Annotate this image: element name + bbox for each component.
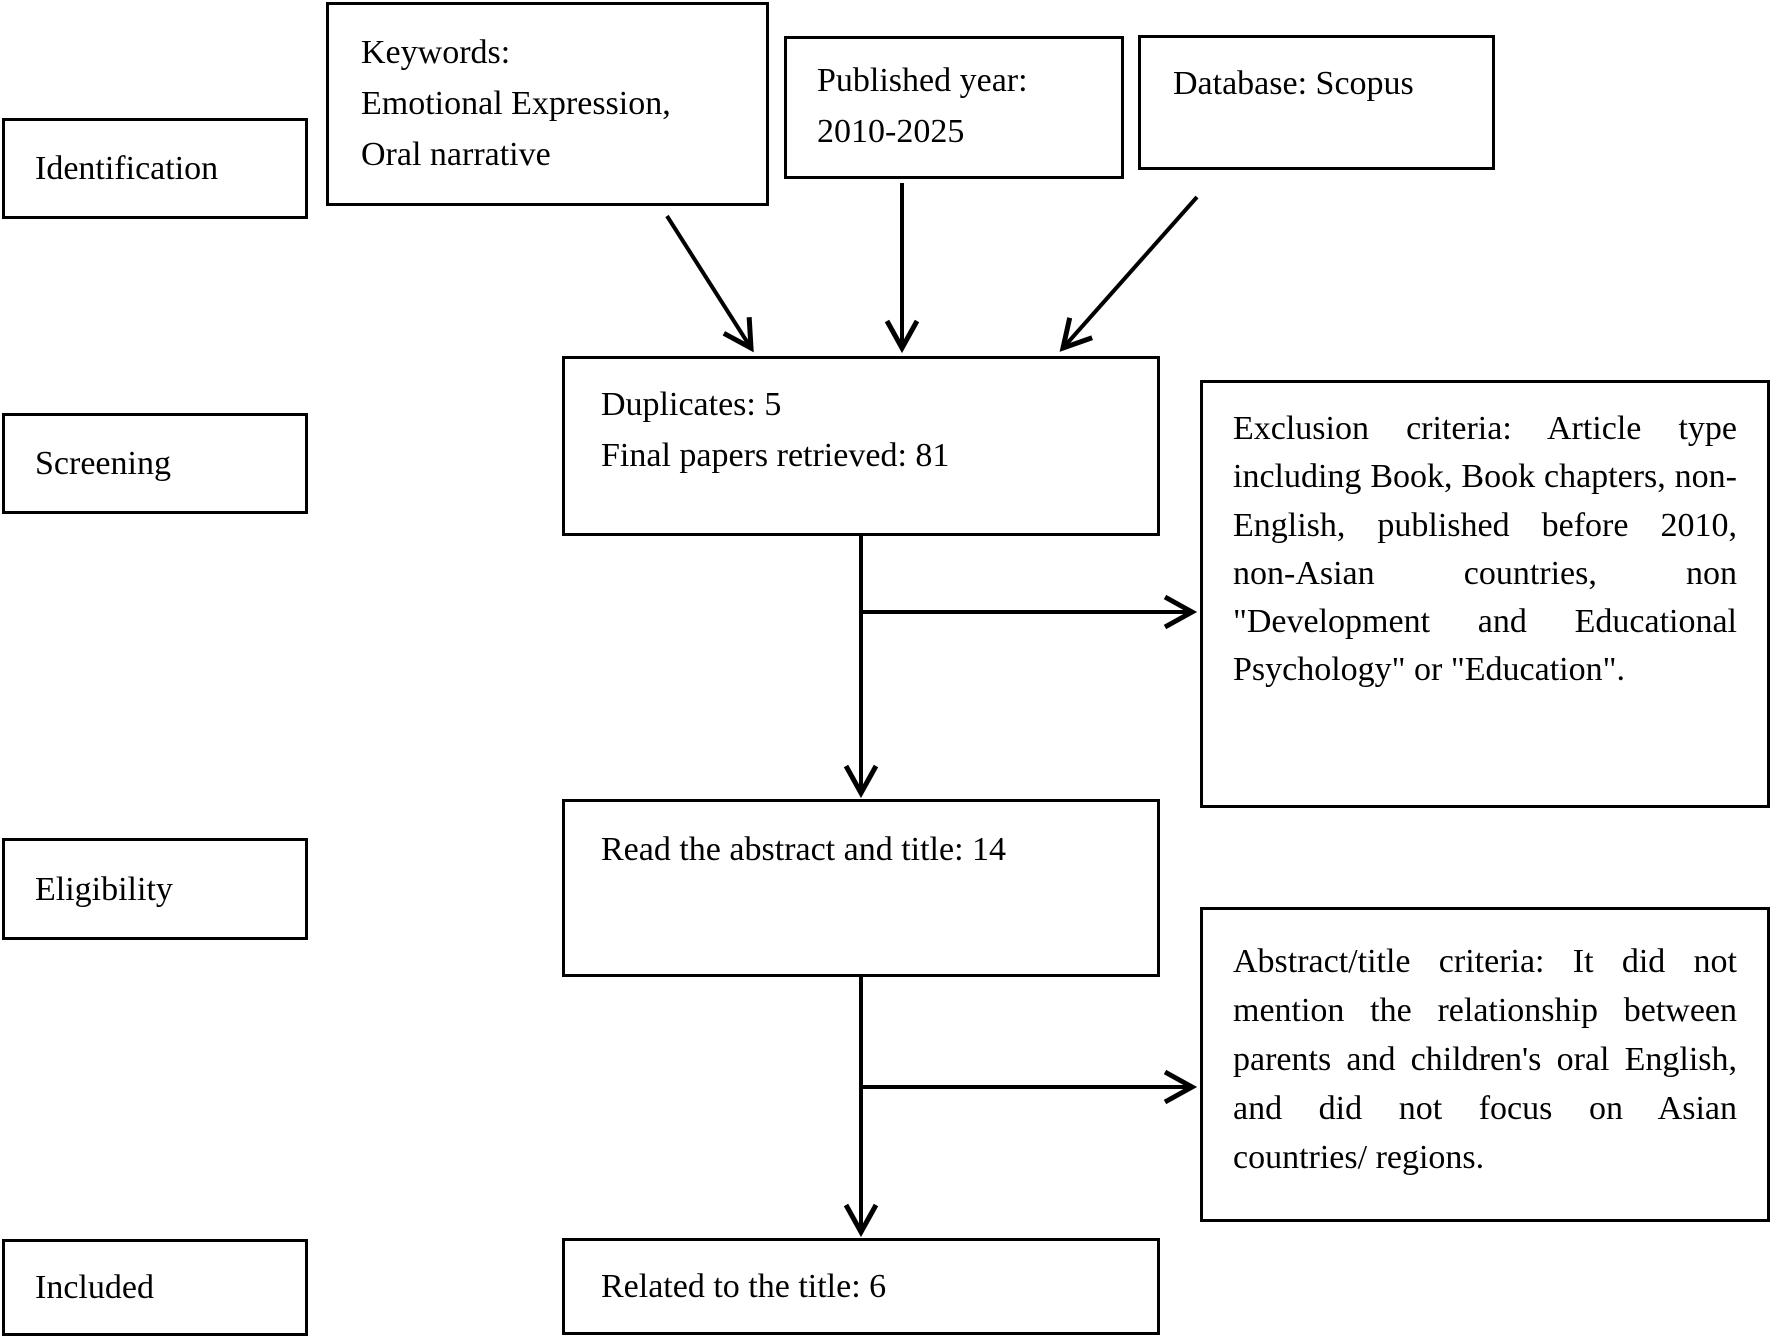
- stage-box-screening: Screening: [2, 413, 308, 514]
- read-abstract-text: Read the abstract and title: 14: [601, 831, 1007, 868]
- related-title-box: Related to the title: 6: [562, 1238, 1160, 1335]
- read-abstract-box: Read the abstract and title: 14: [562, 799, 1160, 977]
- keywords-text: Keywords: Emotional Expression, Oral nar…: [361, 34, 671, 173]
- exclusion-criteria-box: Exclusion criteria: Article type includi…: [1200, 380, 1770, 808]
- duplicates-box: Duplicates: 5 Final papers retrieved: 81: [562, 356, 1160, 536]
- database-text: Database: Scopus: [1173, 65, 1414, 102]
- arrow-keywords-to-duplicates: [665, 214, 754, 353]
- published-year-box: Published year: 2010-2025: [784, 36, 1124, 179]
- published-year-text: Published year: 2010-2025: [817, 62, 1028, 150]
- arrow-database-to-duplicates: [1059, 195, 1199, 352]
- abstract-title-criteria-text: Abstract/title criteria: It did not ment…: [1233, 943, 1737, 1176]
- keywords-box: Keywords: Emotional Expression, Oral nar…: [326, 2, 769, 206]
- stage-box-included: Included: [2, 1239, 308, 1336]
- related-title-text: Related to the title: 6: [601, 1268, 887, 1305]
- stage-box-eligibility: Eligibility: [2, 838, 308, 940]
- database-box: Database: Scopus: [1138, 35, 1495, 170]
- stage-label-included: Included: [35, 1269, 154, 1306]
- duplicates-text: Duplicates: 5 Final papers retrieved: 81: [601, 386, 950, 474]
- stage-label-identification: Identification: [35, 150, 219, 187]
- stage-box-identification: Identification: [2, 118, 308, 219]
- stage-label-eligibility: Eligibility: [35, 870, 173, 908]
- exclusion-criteria-text: Exclusion criteria: Article type includi…: [1233, 410, 1737, 689]
- abstract-title-criteria-box: Abstract/title criteria: It did not ment…: [1200, 907, 1770, 1222]
- stage-label-screening: Screening: [35, 445, 171, 482]
